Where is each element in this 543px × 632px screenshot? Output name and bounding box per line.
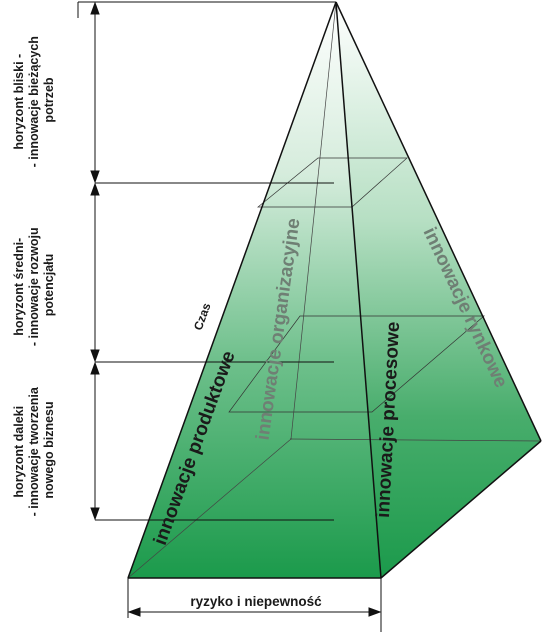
- risk-dimension: [127, 578, 382, 632]
- horizon-guides: [77, 1, 336, 521]
- horizon-mid-label: horyzont średni- - innowacje rozwoju pot…: [12, 224, 56, 346]
- pyramid-face-right: [336, 2, 541, 578]
- risk-arrow-head-right: [368, 607, 382, 617]
- arrow-far-head-top: [90, 361, 100, 375]
- risk-uncertainty-label: ryzyko i niepewność: [190, 594, 322, 609]
- arrow-near-head-top: [90, 1, 100, 15]
- apex-edge-front: [335, 1, 382, 579]
- hidden-back-edge: [290, 1, 337, 440]
- arrow-far-head-bottom: [90, 507, 100, 521]
- slice-middle: [228, 315, 485, 413]
- pyramid-face-front-left: [128, 2, 381, 578]
- apex-edge-left: [127, 1, 337, 579]
- time-label: Czas: [191, 301, 214, 332]
- risk-arrow-head-left: [127, 607, 141, 617]
- arrow-mid-head-top: [90, 182, 100, 196]
- pyramid-hidden-edges: [127, 1, 542, 579]
- base-edge-right: [380, 440, 542, 579]
- apex-edge-right: [335, 1, 542, 442]
- horizon-far-label: horyzont daleki - innowacje tworzenia no…: [12, 384, 56, 517]
- hidden-base-edge-right: [290, 438, 542, 442]
- hidden-base-edge-left: [127, 438, 292, 579]
- horizon-arrows: [90, 1, 100, 521]
- arrow-near-head-bottom: [90, 170, 100, 184]
- pyramid-outline: [127, 1, 542, 579]
- arrow-mid-head-bottom: [90, 349, 100, 363]
- horizon-near-label: horyzont bliski - - innowacje bieżących …: [12, 33, 56, 168]
